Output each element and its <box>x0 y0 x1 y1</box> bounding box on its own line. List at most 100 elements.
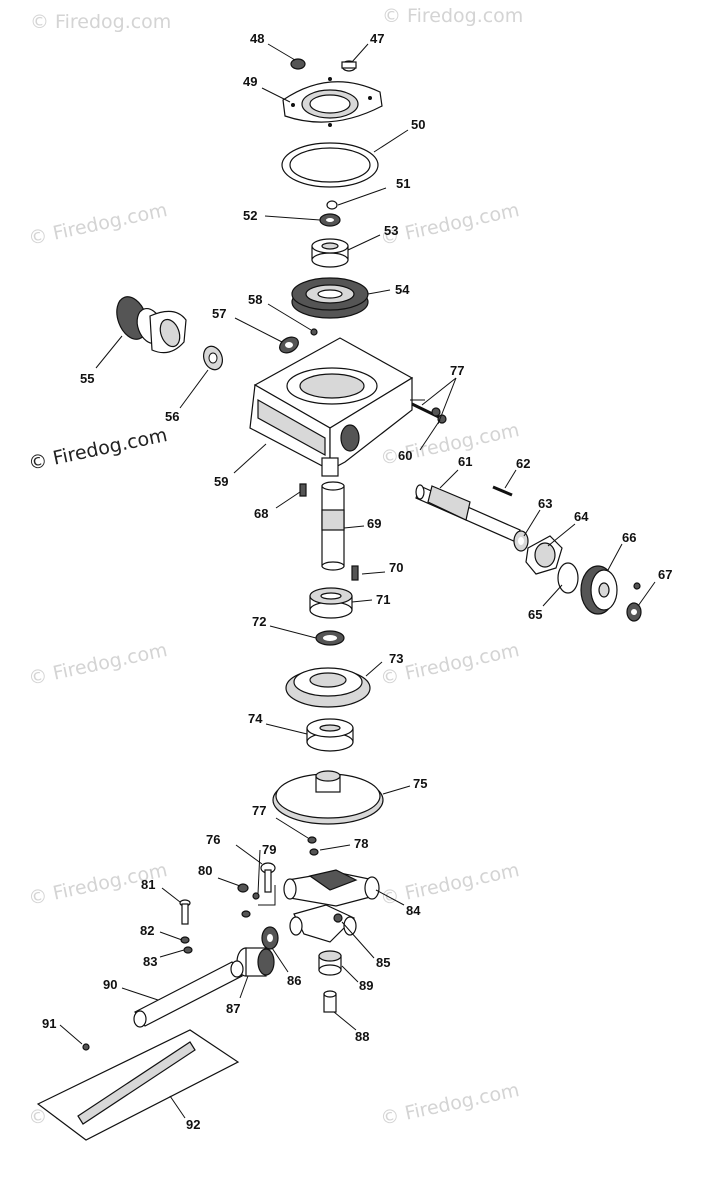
callout-66: 66 <box>622 530 636 545</box>
part-54-gear <box>291 277 369 319</box>
callout-57: 57 <box>212 306 226 321</box>
watermark-layer: © Firedog.com © Firedog.com © Firedog.co… <box>26 5 523 1130</box>
callout-labels: 48 47 49 50 51 52 53 54 55 56 57 58 59 6… <box>42 31 672 1132</box>
part-57-seal <box>279 336 299 354</box>
callout-89: 89 <box>359 978 373 993</box>
callout-67: 67 <box>658 567 672 582</box>
part-50-gasket <box>281 142 379 188</box>
callout-61: 61 <box>458 454 472 469</box>
callout-63: 63 <box>538 496 552 511</box>
callout-48: 48 <box>250 31 264 46</box>
callout-51: 51 <box>396 176 410 191</box>
callout-88: 88 <box>355 1029 369 1044</box>
part-88-bolt <box>323 990 337 1013</box>
part-69-pinion-shaft <box>321 481 345 571</box>
callout-80: 80 <box>198 863 212 878</box>
watermark: © Firedog.com <box>378 199 521 250</box>
part-71-bearing <box>309 587 353 619</box>
part-81-bolt <box>179 899 191 925</box>
callout-86: 86 <box>287 973 301 988</box>
callout-90: 90 <box>103 977 117 992</box>
part-78-nut <box>309 848 319 856</box>
part-83-nut <box>183 946 193 954</box>
part-52-seal <box>319 213 341 227</box>
part-48-nut <box>290 58 306 70</box>
callout-62: 62 <box>516 456 530 471</box>
watermark: © Firedog.com <box>26 199 169 250</box>
callout-77-bottom: 77 <box>252 803 266 818</box>
callout-71: 71 <box>376 592 390 607</box>
part-65-o-ring <box>557 562 579 594</box>
part-92-plate <box>36 1029 240 1141</box>
part-89-bushing <box>318 950 342 976</box>
part-60-bolt <box>411 402 447 424</box>
callout-64: 64 <box>574 509 589 524</box>
callout-53: 53 <box>384 223 398 238</box>
callout-75: 75 <box>413 776 427 791</box>
callout-85: 85 <box>376 955 390 970</box>
part-66-end-cap <box>580 565 618 615</box>
part-67-seal <box>626 582 642 622</box>
part-59-gearbox-housing <box>249 337 425 477</box>
part-55-flange <box>116 296 187 354</box>
callout-79: 79 <box>262 842 276 857</box>
callout-65: 65 <box>528 607 542 622</box>
watermark: © Firedog.com <box>378 1079 521 1130</box>
part-75-disc <box>272 770 384 825</box>
callout-60: 60 <box>398 448 412 463</box>
part-51-plug <box>326 200 338 210</box>
part-61-shaft <box>415 484 521 543</box>
callout-50: 50 <box>411 117 425 132</box>
callout-76: 76 <box>206 832 220 847</box>
callout-47: 47 <box>370 31 384 46</box>
callout-69: 69 <box>367 516 381 531</box>
callout-83: 83 <box>143 954 157 969</box>
part-58-key <box>310 328 318 336</box>
callout-52: 52 <box>243 208 257 223</box>
part-47-cap <box>341 60 357 72</box>
part-53-bearing <box>311 238 349 268</box>
part-70-key <box>351 565 359 581</box>
part-63-washer <box>513 530 529 552</box>
part-80-nut <box>237 883 251 918</box>
callout-77-top: 77 <box>450 363 464 378</box>
part-91-grease-fitting <box>82 1043 90 1051</box>
part-90-shaft <box>133 960 244 1028</box>
part-72-seal <box>315 630 345 646</box>
part-64-gasket <box>525 535 563 575</box>
part-77-bolt <box>307 836 317 844</box>
callout-58: 58 <box>248 292 262 307</box>
callout-49: 49 <box>243 74 257 89</box>
part-79-pin <box>252 885 276 906</box>
callout-72: 72 <box>252 614 266 629</box>
callout-73: 73 <box>389 651 403 666</box>
callout-91: 91 <box>42 1016 56 1031</box>
watermark: © Firedog.com <box>30 11 171 33</box>
callout-56: 56 <box>165 409 179 424</box>
callout-78: 78 <box>354 836 368 851</box>
part-76-bolt <box>260 862 276 893</box>
part-56-nut <box>202 345 224 371</box>
part-62-key <box>492 485 513 497</box>
callout-59: 59 <box>214 474 228 489</box>
watermark: © Firedog.com <box>382 5 523 27</box>
callout-87: 87 <box>226 1001 240 1016</box>
callout-70: 70 <box>389 560 403 575</box>
part-86-seal <box>261 926 279 950</box>
part-84-spider-cross <box>283 869 380 943</box>
watermark: © Firedog.com <box>26 639 169 690</box>
callout-82: 82 <box>140 923 154 938</box>
part-82-washer <box>180 936 190 944</box>
part-49-cover-plate <box>282 77 383 127</box>
callout-84: 84 <box>406 903 421 918</box>
watermark-main: © Firedog.com <box>26 424 169 475</box>
callout-54: 54 <box>395 282 410 297</box>
callout-68: 68 <box>254 506 268 521</box>
part-74-spacer <box>306 718 354 752</box>
callout-55: 55 <box>80 371 94 386</box>
leader-lines <box>59 43 656 1119</box>
callout-81: 81 <box>141 877 155 892</box>
callout-74: 74 <box>248 711 263 726</box>
callout-92: 92 <box>186 1117 200 1132</box>
